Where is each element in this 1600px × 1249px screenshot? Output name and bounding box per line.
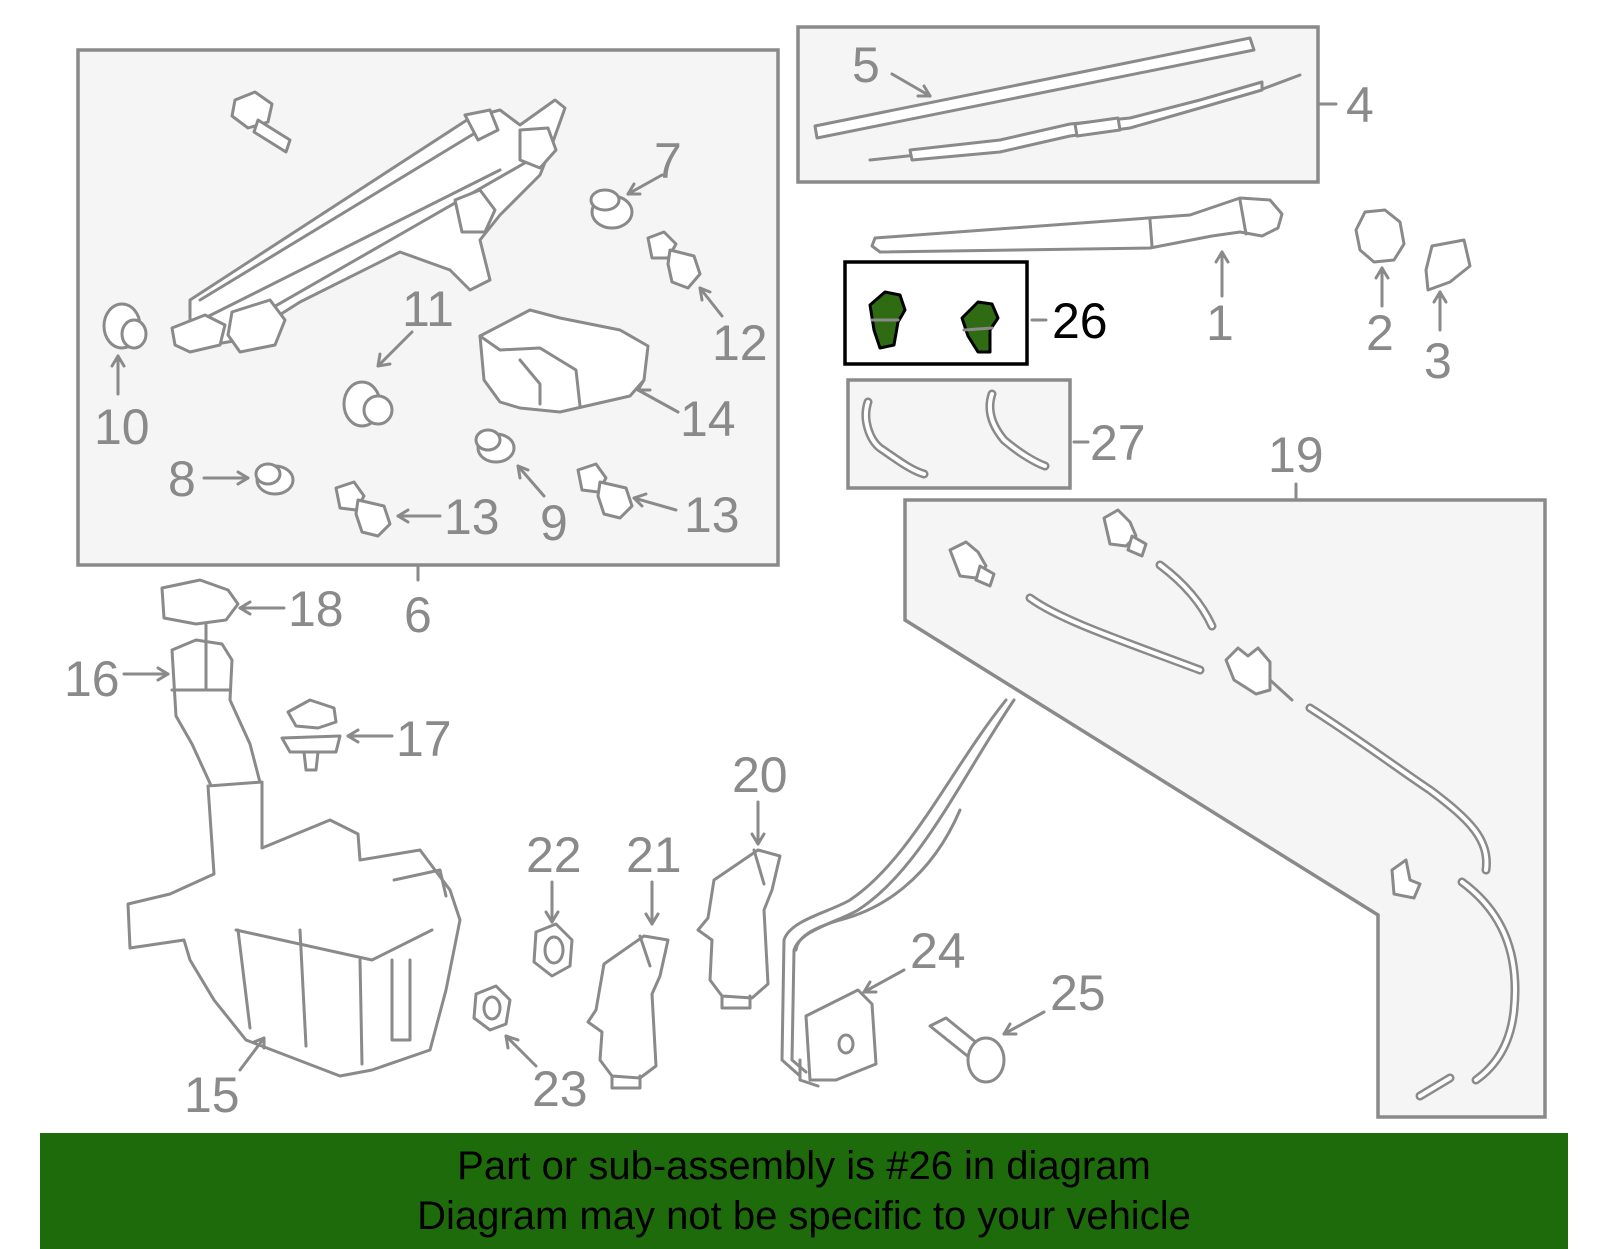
callout-8: 8	[168, 451, 196, 507]
nut-22[interactable]	[532, 922, 574, 978]
callout-13-right: 13	[684, 487, 740, 543]
callout-5: 5	[852, 37, 880, 93]
nut-23[interactable]	[472, 984, 512, 1032]
callout-9: 9	[540, 495, 568, 551]
callout-6: 6	[404, 587, 432, 643]
callout-7: 7	[654, 133, 682, 189]
callout-27: 27	[1090, 415, 1146, 471]
bolt-13-left[interactable]	[334, 480, 392, 538]
callout-20: 20	[732, 747, 788, 803]
callout-19: 19	[1268, 427, 1324, 483]
callout-4: 4	[1346, 77, 1374, 133]
nozzle-hose-box	[846, 378, 1072, 490]
washer-hose-assembly[interactable]	[948, 508, 1520, 1101]
callout-2: 2	[1366, 305, 1394, 361]
level-sensor[interactable]	[798, 988, 878, 1088]
callout-13-left: 13	[444, 489, 500, 545]
wiper-blade-refill[interactable]	[813, 36, 1302, 162]
callout-16: 16	[64, 651, 120, 707]
bushing-9[interactable]	[474, 428, 516, 464]
bolt-13-right[interactable]	[576, 462, 634, 520]
bushing-8[interactable]	[254, 462, 295, 496]
callout-11: 11	[402, 281, 454, 337]
reservoir-cap[interactable]	[160, 578, 240, 626]
callout-10: 10	[94, 399, 150, 455]
washer-pump-20[interactable]	[696, 848, 782, 1010]
pump-hose[interactable]	[780, 698, 1016, 1078]
callout-15: 15	[184, 1067, 240, 1123]
arm-cap[interactable]	[1354, 208, 1406, 264]
wiper-arm[interactable]	[870, 196, 1284, 254]
bushing-7[interactable]	[589, 188, 634, 230]
grommet-25[interactable]	[928, 1016, 1006, 1084]
banner-background	[40, 1133, 1568, 1249]
callout-26: 26	[1052, 293, 1108, 349]
callout-21: 21	[626, 827, 682, 883]
bolt-12[interactable]	[646, 230, 702, 290]
banner-line-2: Diagram may not be specific to your vehi…	[417, 1194, 1191, 1238]
callout-22: 22	[526, 827, 582, 883]
nozzle-hose-right[interactable]	[985, 389, 1050, 471]
callout-14: 14	[680, 391, 736, 447]
callout-25: 25	[1050, 965, 1106, 1021]
clip-17[interactable]	[280, 698, 342, 772]
nozzle-hose-left[interactable]	[861, 397, 929, 479]
callout-17: 17	[396, 711, 452, 767]
wiper-linkage[interactable]	[170, 98, 567, 354]
callout-24: 24	[910, 923, 966, 979]
callout-18: 18	[288, 581, 344, 637]
leader-lines	[110, 72, 1448, 1072]
banner-line-1: Part or sub-assembly is #26 in diagram	[457, 1144, 1151, 1188]
callout-12: 12	[712, 315, 768, 371]
washer-pump-21[interactable]	[586, 934, 670, 1090]
callout-3: 3	[1424, 333, 1452, 389]
arm-cover[interactable]	[1424, 238, 1472, 292]
washer-nozzle-left[interactable]	[868, 290, 907, 350]
callout-1: 1	[1206, 295, 1234, 351]
washer-nozzle-right[interactable]	[960, 300, 1000, 354]
info-banner: Part or sub-assembly is #26 in diagram D…	[40, 1133, 1568, 1249]
grommet-10[interactable]	[102, 302, 148, 350]
wiper-motor[interactable]	[478, 308, 650, 414]
hose-assembly-box	[903, 498, 1547, 1119]
grommet-11[interactable]	[342, 380, 394, 428]
washer-reservoir[interactable]	[126, 780, 462, 1078]
callout-23: 23	[532, 1061, 588, 1117]
linkage-bolt-top[interactable]	[230, 90, 292, 154]
